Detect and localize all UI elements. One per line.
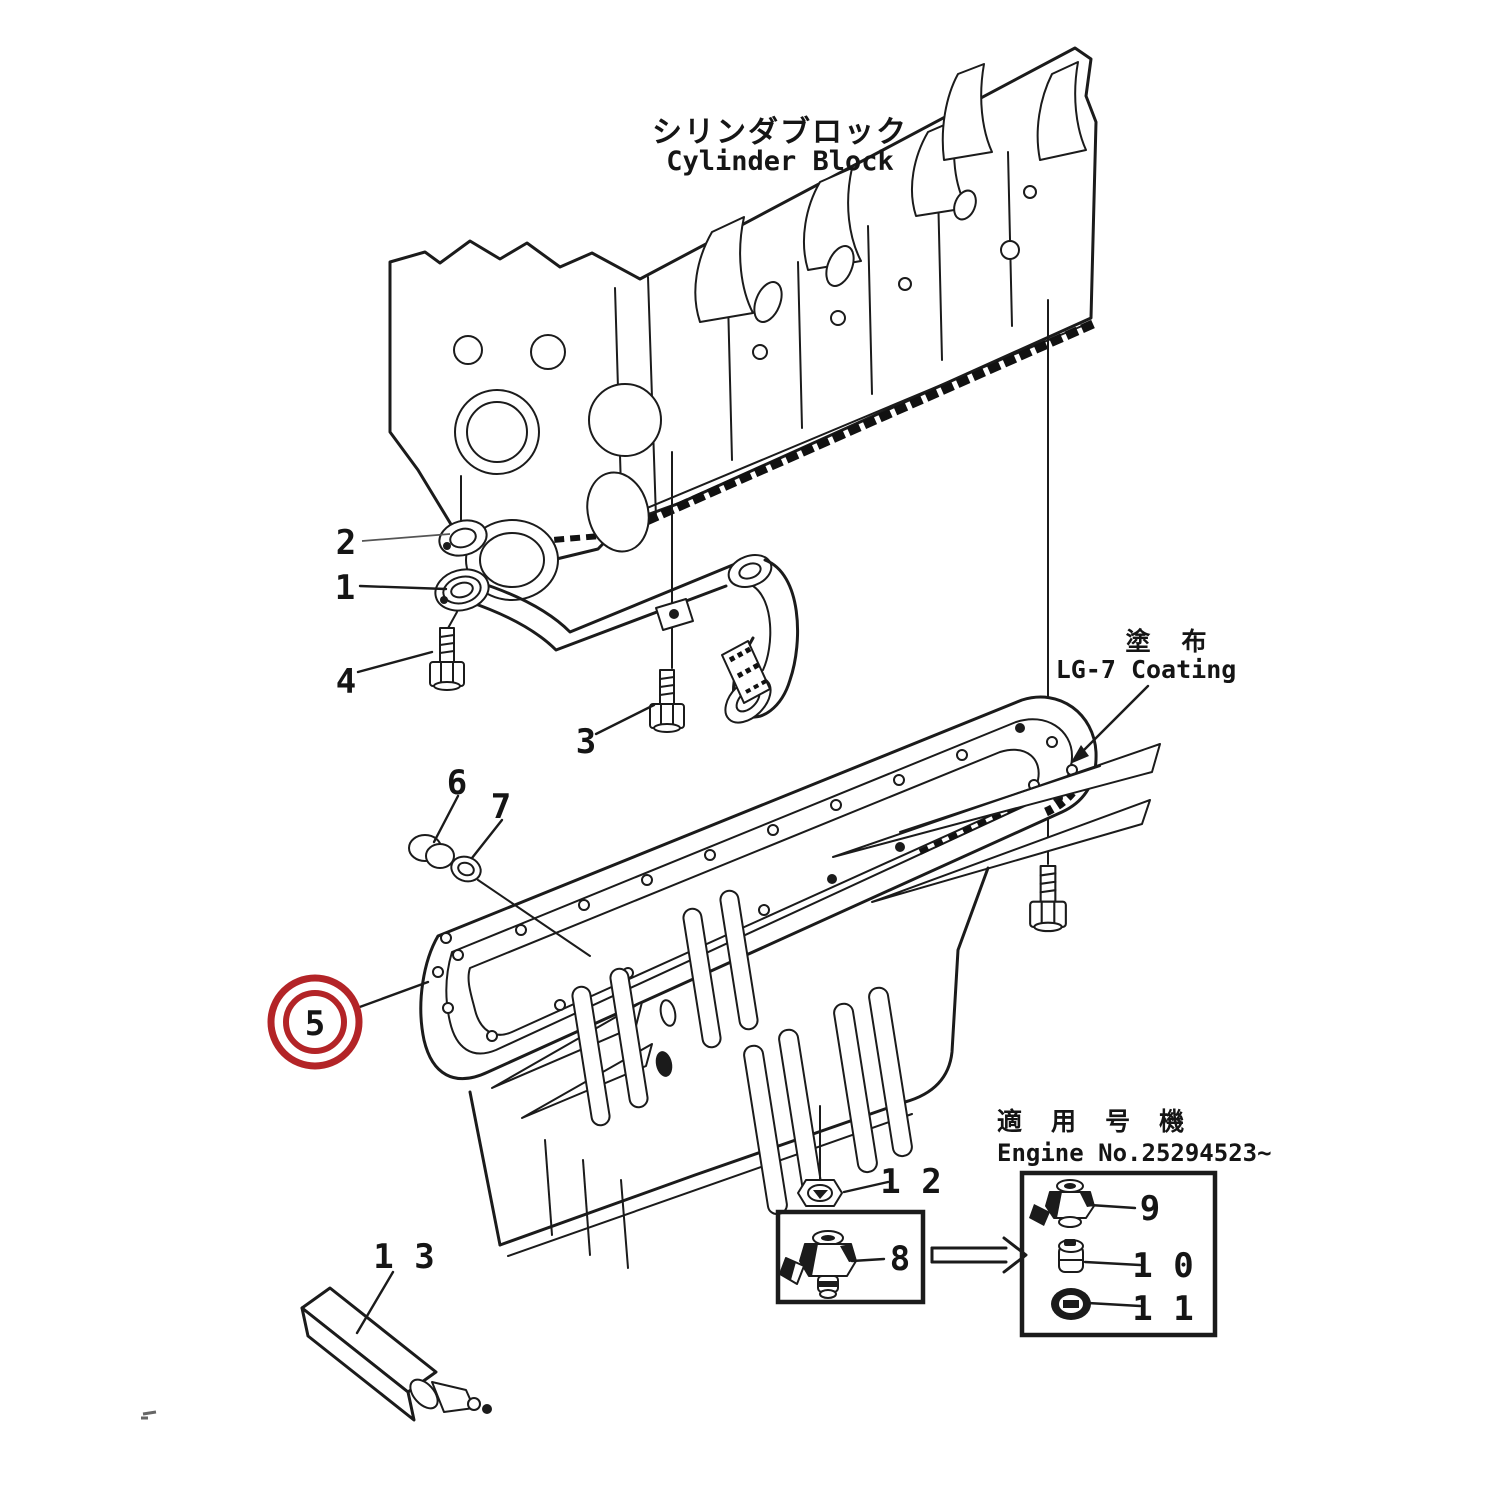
callout-5-label: 5 xyxy=(305,1004,325,1044)
callout-12-label: 1 2 xyxy=(880,1162,941,1202)
applicability-label-jp: 適 用 号 機 xyxy=(997,1107,1191,1136)
engine-no-label: Engine No.25294523~ xyxy=(997,1139,1272,1167)
callout-11-label: 1 1 xyxy=(1132,1289,1193,1329)
suction-pipe-drawing xyxy=(468,554,800,724)
detail-box-9-10-11 xyxy=(1019,1170,1218,1338)
plug-6-drawing xyxy=(408,834,455,869)
coating-label-jp: 塗 布 xyxy=(1125,627,1214,656)
drain-cock-8-drawing xyxy=(779,1230,857,1299)
callout-13-label: 1 3 xyxy=(373,1237,434,1277)
corner-mark xyxy=(141,1410,157,1420)
washer-11-drawing xyxy=(1051,1288,1091,1320)
cylinder-block-drawing xyxy=(388,46,1098,865)
drain-nut-12-drawing xyxy=(797,1179,843,1207)
highlight-circle-5 xyxy=(267,974,363,1070)
drain-cock-8-box xyxy=(775,1209,926,1305)
variant-arrow xyxy=(930,1236,1028,1274)
plug-10-drawing xyxy=(1058,1239,1084,1273)
callout-6-label: 6 xyxy=(447,763,467,803)
bolt-3-drawing xyxy=(649,669,685,733)
coating-bolt-drawing xyxy=(1029,864,1067,933)
bolt-4-drawing xyxy=(429,627,465,691)
coating-label-en: LG-7 Coating xyxy=(1056,655,1237,684)
tool-13-drawing xyxy=(300,1286,492,1422)
callout-1-label: 1 xyxy=(335,568,355,608)
callout-4-label: 4 xyxy=(336,662,356,702)
callout-3-label: 3 xyxy=(576,722,596,762)
variant-parts-box xyxy=(1019,1170,1218,1338)
coating-arrow xyxy=(1070,684,1150,764)
cylinder-block-label-en: Cylinder Block xyxy=(666,146,894,177)
detail-box-8 xyxy=(775,1209,926,1305)
callout-2-label: 2 xyxy=(336,523,356,563)
cylinder-block-label-jp: シリンダブロック xyxy=(652,115,908,150)
leader-lines xyxy=(355,533,1150,1335)
oil-pan-drawing xyxy=(419,695,1161,1269)
callout-9-label: 9 xyxy=(1140,1189,1160,1229)
callout-10-label: 1 0 xyxy=(1132,1246,1193,1286)
drain-cock-9-drawing xyxy=(1029,1179,1095,1228)
flange-1-drawing xyxy=(434,568,490,631)
callout-7-label: 7 xyxy=(491,787,511,827)
callout-8-label: 8 xyxy=(890,1239,910,1279)
washer-7-drawing xyxy=(450,855,591,957)
gasket-2-drawing xyxy=(438,519,488,557)
